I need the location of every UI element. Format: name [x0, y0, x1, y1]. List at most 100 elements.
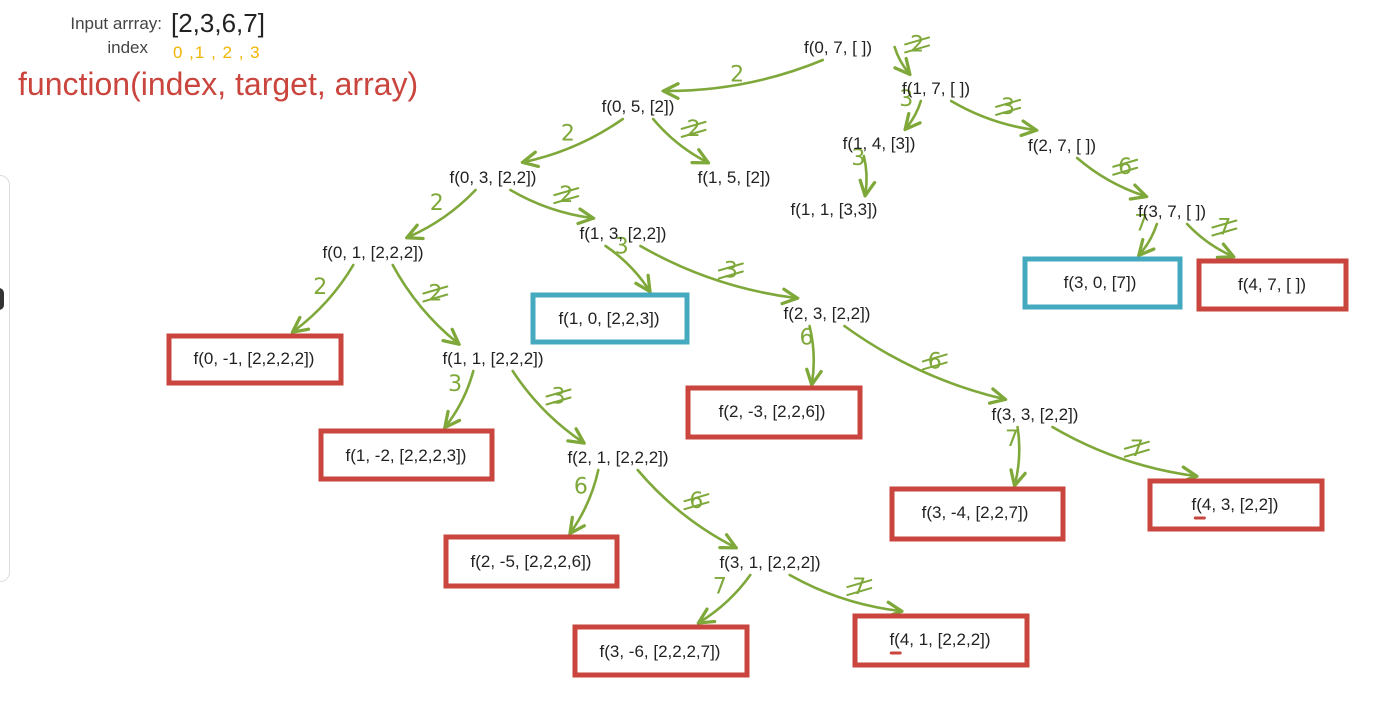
skipped-edge-label: 2: [687, 117, 701, 142]
tree-edge: [1015, 425, 1019, 484]
fail-box: [685, 385, 863, 440]
node-label: f(3, 7, [ ]): [1138, 202, 1206, 221]
skipped-edge-label: 6: [1118, 155, 1132, 180]
function-signature: function(index, target, array): [18, 66, 419, 102]
node-label: f(3, 0, [7]): [1064, 273, 1137, 292]
tree-edge: [906, 99, 923, 128]
index-values: 0 ,1 , 2 , 3: [173, 43, 261, 62]
tree-edge: [571, 468, 600, 532]
tree-node-normal: f(0, 7, [ ]): [804, 38, 872, 57]
strike-mark: [995, 98, 1022, 116]
tree-edge: [509, 188, 591, 218]
node-label: f(0, 5, [2]): [602, 97, 675, 116]
node-label: f(1, 7, [ ]): [902, 79, 970, 98]
skipped-edge-label: 3: [552, 384, 566, 409]
tree-node-success: f(3, 0, [7]): [1022, 256, 1183, 310]
skipped-edge-label: 3: [724, 259, 738, 284]
input-array-label: Input arrray:: [70, 14, 162, 33]
node-label: f(1, -2, [2,2,2,3]): [346, 446, 467, 465]
input-array-value: [2,3,6,7]: [171, 8, 265, 38]
fail-box: [1147, 478, 1325, 532]
tree-edge: [524, 117, 625, 162]
tree-node-normal: f(3, 3, [2,2]): [992, 405, 1079, 424]
edge-label: 2: [430, 191, 444, 216]
panel-handle[interactable]: [0, 288, 4, 310]
skipped-edge-label: 6: [928, 349, 942, 374]
node-label: f(2, -3, [2,2,6]): [719, 402, 826, 421]
edge-label: 7: [1134, 212, 1148, 237]
tree-edge: [651, 117, 707, 162]
edge-label: 2: [730, 62, 744, 87]
success-box: [1022, 256, 1183, 310]
tree-edge: [604, 244, 649, 290]
edge-label: 6: [799, 325, 813, 350]
strike-mark: [717, 262, 744, 280]
fail-box: [572, 624, 750, 678]
tree-node-normal: f(2, 1, [2,2,2]): [567, 448, 668, 467]
tree-edge: [294, 263, 355, 331]
tree-edge: [511, 369, 583, 442]
skipped-edge-label: 7: [852, 575, 866, 600]
node-label: f(4, 3, [2,2]): [1192, 495, 1279, 514]
tree-node-normal: f(1, 3, [2,2]): [580, 224, 667, 243]
tree-edge: [408, 188, 477, 237]
tree-edge: [1075, 156, 1145, 196]
strike-mark: [553, 187, 580, 205]
edge-label: 2: [313, 275, 327, 300]
tree-edge: [864, 154, 867, 194]
node-label: f(2, 3, [2,2]): [784, 304, 871, 323]
node-label: f(4, 7, [ ]): [1238, 275, 1306, 294]
edge-label: 3: [899, 87, 913, 112]
success-box: [530, 292, 690, 345]
strike-mark: [1112, 158, 1139, 176]
skipped-edge-label: 2: [910, 32, 924, 57]
tree-edge: [788, 573, 900, 611]
node-label: f(0, 3, [2,2]): [450, 168, 537, 187]
tree-edge: [949, 99, 1035, 130]
tree-node-fail: f(0, -1, [2,2,2,2]): [166, 333, 344, 386]
tree-edge: [843, 324, 1003, 399]
edge-label: 7: [713, 575, 727, 600]
skipped-edge-label: 2: [559, 183, 573, 208]
node-label: f(0, 1, [2,2,2]): [322, 243, 423, 262]
node-label: f(3, 1, [2,2,2]): [719, 553, 820, 572]
tree-node-fail: f(1, -2, [2,2,2,3]): [318, 428, 495, 482]
edge-label: 2: [561, 121, 575, 146]
tree-node-fail: f(4, 7, [ ]): [1196, 258, 1349, 312]
tree-edge: [391, 263, 458, 343]
tree-node-normal: f(2, 3, [2,2]): [784, 304, 871, 323]
node-label: f(1, 0, [2,2,3]): [558, 309, 659, 328]
tree-edge: [1140, 222, 1159, 254]
tree-node-normal: f(1, 5, [2]): [698, 168, 771, 187]
strike-mark: [422, 285, 449, 303]
tree-node-fail: f(2, -3, [2,2,6]): [685, 385, 863, 440]
tree-node-fail: f(4, 3, [2,2]): [1147, 478, 1325, 532]
tree-edge: [1185, 222, 1232, 256]
node-label: f(1, 1, [2,2,2]): [442, 349, 543, 368]
tree-node-normal: f(3, 1, [2,2,2]): [719, 553, 820, 572]
tree-node-normal: f(0, 3, [2,2]): [450, 168, 537, 187]
node-label: f(1, 4, [3]): [843, 134, 916, 153]
strike-mark: [1123, 440, 1150, 458]
tree-edge: [446, 369, 475, 426]
tree-edge: [636, 468, 735, 547]
node-label: f(2, 7, [ ]): [1028, 136, 1096, 155]
fail-box: [166, 333, 344, 386]
node-label: f(3, -4, [2,2,7]): [922, 503, 1029, 522]
skipped-edge-label: 3: [1001, 95, 1015, 120]
tree-node-fail: f(3, -4, [2,2,7]): [889, 486, 1066, 542]
tree-edge: [810, 324, 814, 383]
tree-node-fail: f(2, -5, [2,2,2,6]): [443, 534, 620, 589]
skipped-edge-label: 7: [1217, 215, 1231, 240]
edge-label: 3: [615, 235, 629, 260]
strike-mark: [680, 120, 707, 138]
strike-mark: [904, 36, 931, 54]
edge-label: 3: [851, 146, 865, 171]
tree-node-success: f(1, 0, [2,2,3]): [530, 292, 690, 345]
index-label: index: [107, 38, 148, 57]
edge-label: 7: [1005, 427, 1019, 452]
tree-node-fail: f(4, 1, [2,2,2]): [852, 613, 1030, 668]
node-label: f(2, 1, [2,2,2]): [567, 448, 668, 467]
node-label: f(1, 1, [3,3]): [791, 200, 878, 219]
